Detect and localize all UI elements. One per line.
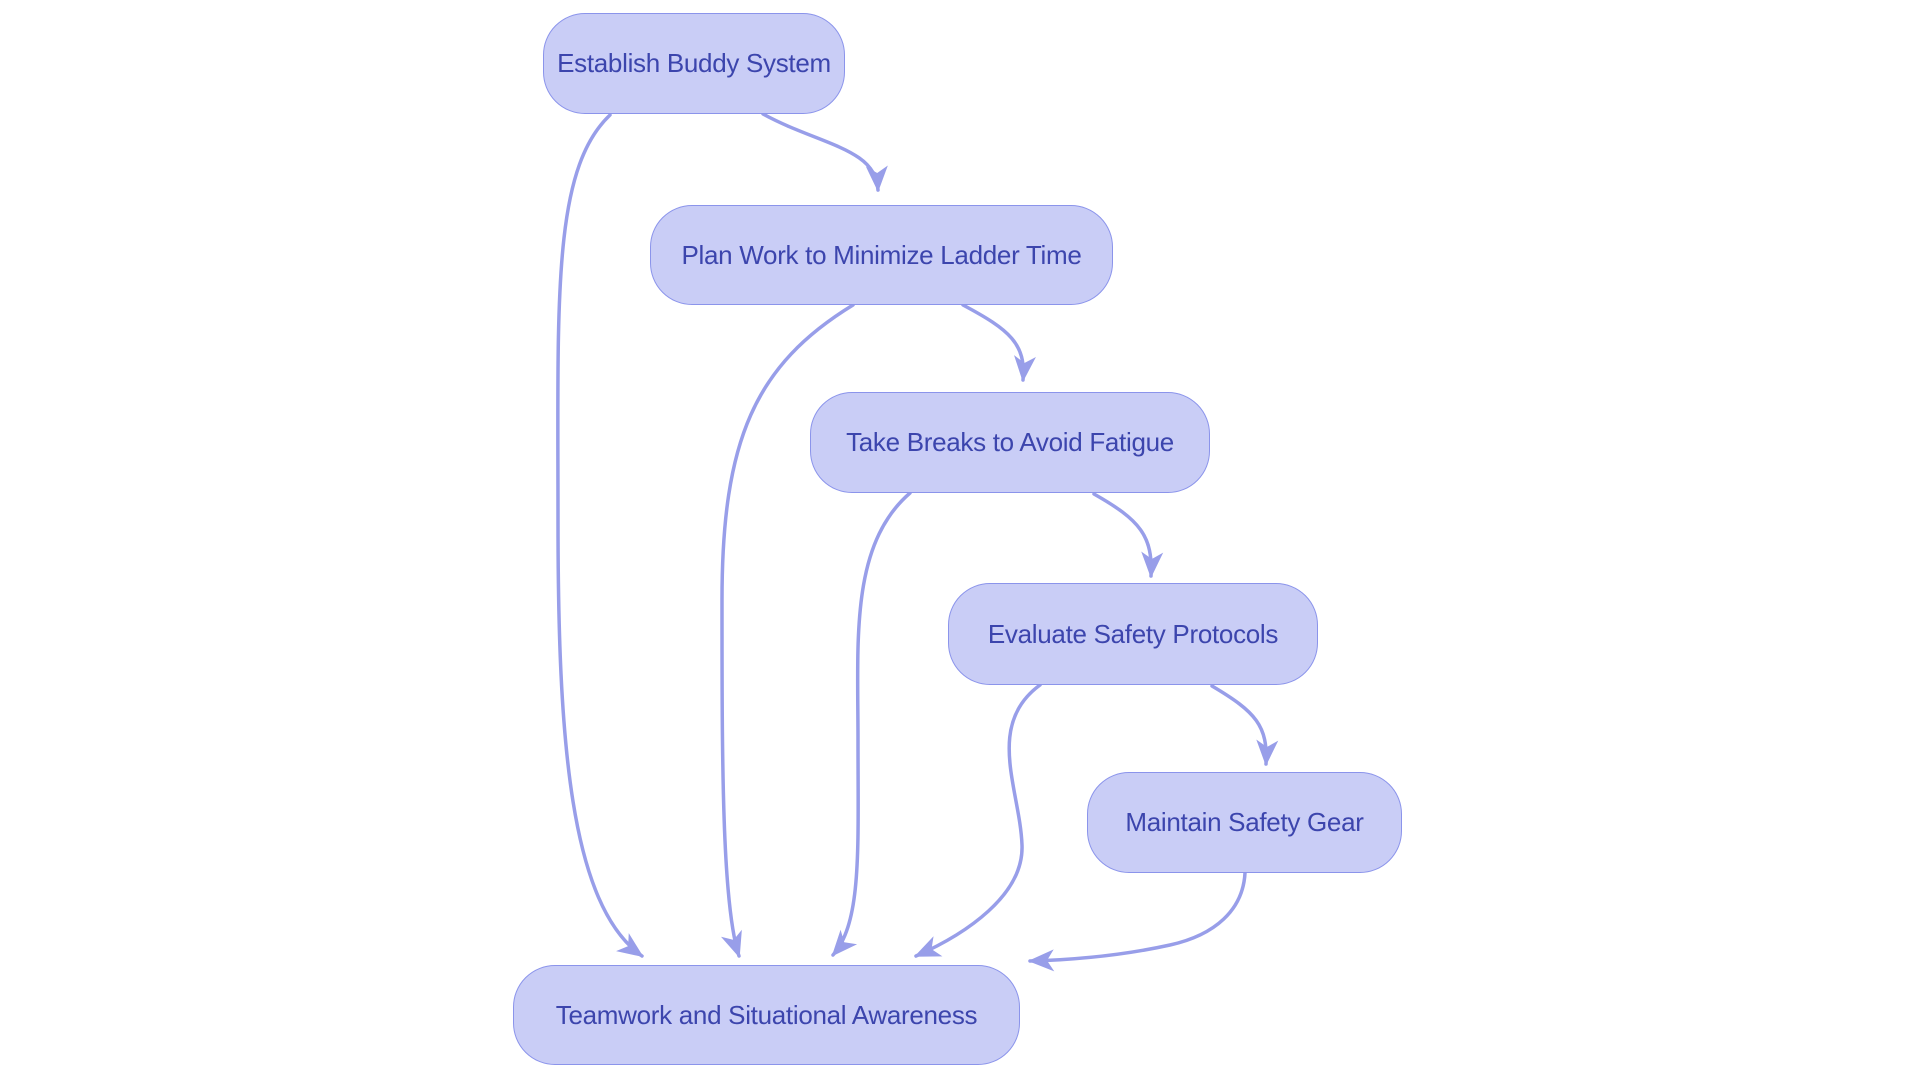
edge-n2-n3	[961, 303, 1036, 382]
edge-n1-n6	[556, 113, 644, 958]
edge-n5-n6	[1028, 871, 1247, 972]
node-label: Maintain Safety Gear	[1125, 807, 1364, 837]
edge-n4-n5	[1210, 684, 1279, 766]
node-label: Plan Work to Minimize Ladder Time	[681, 239, 1082, 270]
flow-node-n5: Maintain Safety Gear	[1087, 772, 1402, 873]
edge-n3-n6	[831, 491, 912, 957]
edge-n4-n6	[914, 683, 1042, 958]
node-label: Take Breaks to Avoid Fatigue	[846, 427, 1174, 457]
edge-n1-n2	[761, 112, 888, 192]
edge-n3-n4	[1092, 492, 1164, 578]
flow-node-n4: Evaluate Safety Protocols	[948, 583, 1318, 685]
node-label: Teamwork and Situational Awareness	[555, 999, 978, 1030]
node-label: Establish Buddy System	[557, 48, 831, 78]
edge-n2-n6	[720, 303, 855, 958]
flow-node-n2: Plan Work to Minimize Ladder Time	[650, 205, 1113, 305]
flow-node-n1: Establish Buddy System	[543, 13, 845, 114]
flow-node-n3: Take Breaks to Avoid Fatigue	[810, 392, 1210, 493]
node-label: Evaluate Safety Protocols	[987, 618, 1279, 649]
flow-node-n6: Teamwork and Situational Awareness	[513, 965, 1020, 1065]
